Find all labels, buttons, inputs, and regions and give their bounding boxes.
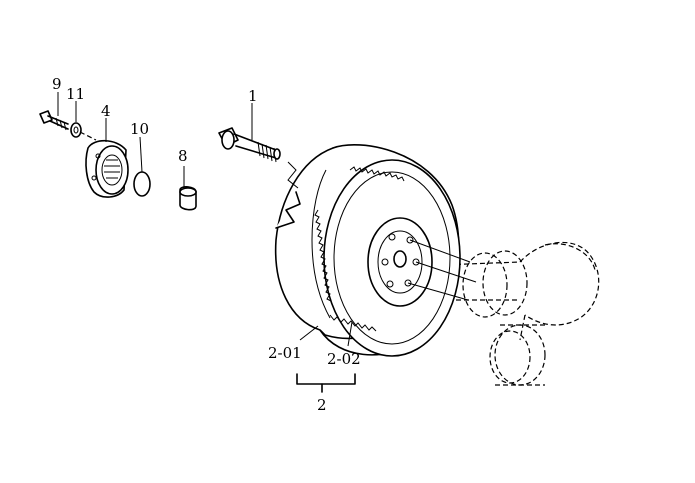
callout-8: 8: [178, 147, 188, 165]
callout-11: 11: [66, 85, 85, 103]
pin-part-8: [179, 166, 197, 211]
callout-2-02: 2-02: [327, 350, 361, 368]
hub-part-4: [85, 118, 129, 198]
callout-9: 9: [52, 75, 62, 93]
crankshaft-dashed: [439, 241, 600, 386]
oring-part-10: [133, 136, 151, 197]
callout-10: 10: [130, 120, 149, 138]
callout-2: 2: [317, 396, 327, 414]
bolt-part-1: [218, 103, 281, 163]
washer-part-11: [70, 101, 97, 141]
flywheel: [274, 144, 477, 357]
callout-1: 1: [248, 87, 258, 105]
callout-4: 4: [101, 102, 111, 120]
group-bracket: [296, 321, 356, 393]
screw-part-9: [39, 92, 69, 131]
callout-2-01: 2-01: [268, 344, 302, 362]
